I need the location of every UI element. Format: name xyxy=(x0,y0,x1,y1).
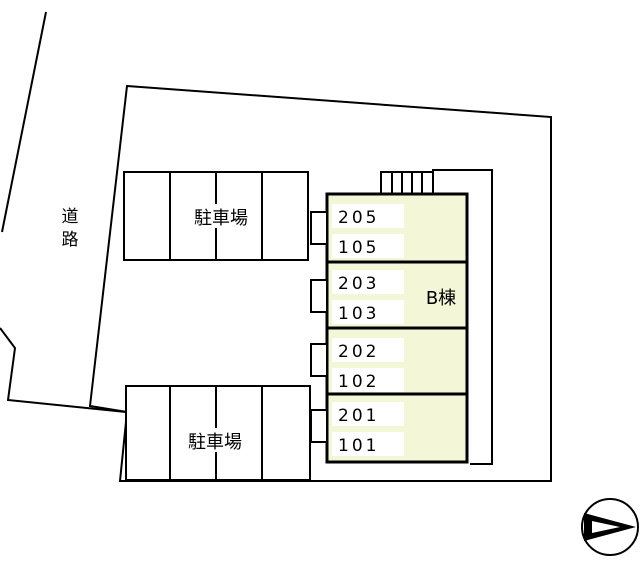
unit-number: 102 xyxy=(338,372,379,392)
unit-number: 203 xyxy=(338,274,379,294)
site-boundary xyxy=(88,84,552,482)
unit-number: 201 xyxy=(338,406,379,426)
entry-porch xyxy=(310,409,328,443)
building-name: B棟 xyxy=(426,288,456,309)
parking-label-bg-top xyxy=(184,204,258,228)
unit-number: 205 xyxy=(338,208,379,228)
north-arrow-icon xyxy=(581,498,639,556)
road-label-2: 路 xyxy=(62,230,79,250)
room-label-backgrounds xyxy=(332,204,404,456)
unit-number: 105 xyxy=(338,238,379,258)
entry-porch xyxy=(310,211,328,245)
unit-number: 103 xyxy=(338,304,379,324)
parking-label-bottom: 駐車場 xyxy=(188,432,242,453)
unit-number: 101 xyxy=(338,436,379,456)
parking-label-bg-bottom xyxy=(178,428,252,452)
road-edge-upper xyxy=(1,11,47,233)
entry-porch xyxy=(310,279,328,313)
road-edge-lower xyxy=(0,327,127,413)
road-boundary xyxy=(0,11,127,413)
parking-label-top: 駐車場 xyxy=(194,208,248,229)
road-label-1: 道 xyxy=(62,207,79,227)
entry-porches xyxy=(310,211,328,443)
staircase xyxy=(380,171,434,195)
unit-number: 202 xyxy=(338,342,379,362)
entry-porch xyxy=(310,343,328,377)
